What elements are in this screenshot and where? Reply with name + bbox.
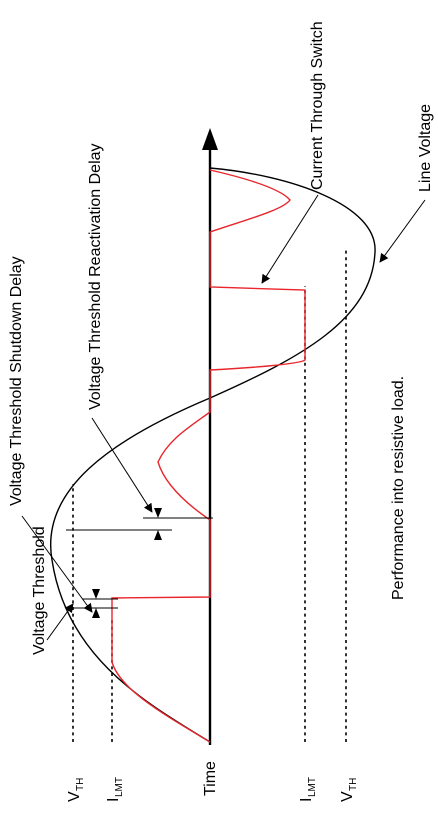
performance-note: Performance into resistive load. — [390, 376, 407, 600]
svg-text:LMT: LMT — [114, 777, 125, 797]
svg-text:I: I — [105, 798, 122, 802]
ilmt-upper-label: I LMT — [105, 777, 125, 802]
delay-marker-icon-c — [154, 530, 162, 540]
delay-marker-icon — [92, 608, 100, 618]
time-axis-arrow-icon — [202, 128, 218, 150]
line-voltage-leader — [380, 200, 425, 262]
vth-upper-label: V TH — [66, 778, 86, 802]
current-leader — [262, 195, 318, 283]
svg-text:LMT: LMT — [307, 777, 318, 797]
reactivation-delay-leader — [92, 418, 152, 512]
ilmt-lower-label: I LMT — [298, 777, 318, 802]
delay-marker-icon-d — [154, 508, 162, 518]
svg-text:TH: TH — [75, 778, 86, 791]
svg-text:V: V — [66, 791, 83, 802]
shutdown-delay-label: Voltage Threshold Shutdown Delay — [8, 256, 25, 506]
reactivation-delay-label: Voltage Threshold Reactivation Delay — [87, 143, 104, 410]
delay-marker-icon-b — [92, 589, 100, 599]
vth-lower-label: V TH — [339, 778, 359, 802]
svg-text:TH: TH — [348, 778, 359, 791]
voltage-threshold-label: Voltage Threshold — [31, 526, 48, 655]
svg-text:V: V — [339, 791, 356, 802]
line-voltage-label: Line Voltage — [417, 104, 434, 192]
time-label: Time — [202, 761, 219, 796]
svg-text:I: I — [298, 798, 315, 802]
current-trace — [112, 170, 305, 742]
voltage-threshold-leader — [47, 604, 73, 640]
current-through-switch-label: Current Through Switch — [309, 21, 326, 190]
